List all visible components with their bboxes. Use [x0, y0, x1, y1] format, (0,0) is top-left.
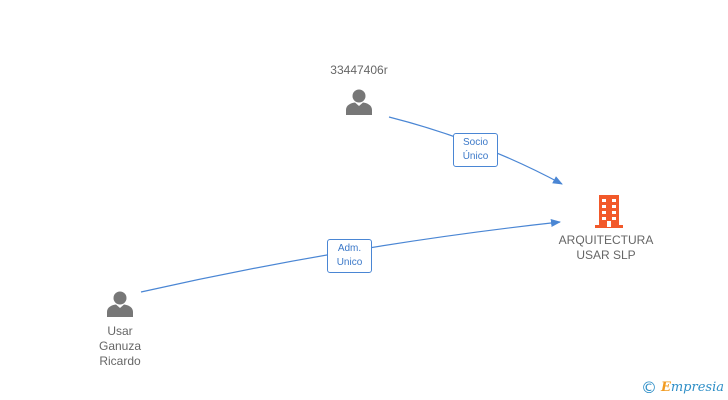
copyright-icon: ©	[640, 378, 657, 397]
building-icon[interactable]	[595, 195, 623, 228]
person-label-top: 33447406r	[330, 63, 388, 77]
empresia-watermark[interactable]: © Empresia	[641, 379, 724, 397]
brand-logo: Empresia	[660, 380, 724, 395]
company-label[interactable]: ARQUITECTURA USAR SLP	[558, 233, 654, 262]
edge-label-socio-unico: Socio Único	[453, 133, 498, 167]
person-icon[interactable]	[346, 89, 372, 116]
person-icon[interactable]	[107, 291, 133, 318]
edge-label-adm-unico: Adm. Unico	[327, 239, 372, 273]
person-label-bottom: Usar Ganuza Ricardo	[98, 324, 142, 368]
